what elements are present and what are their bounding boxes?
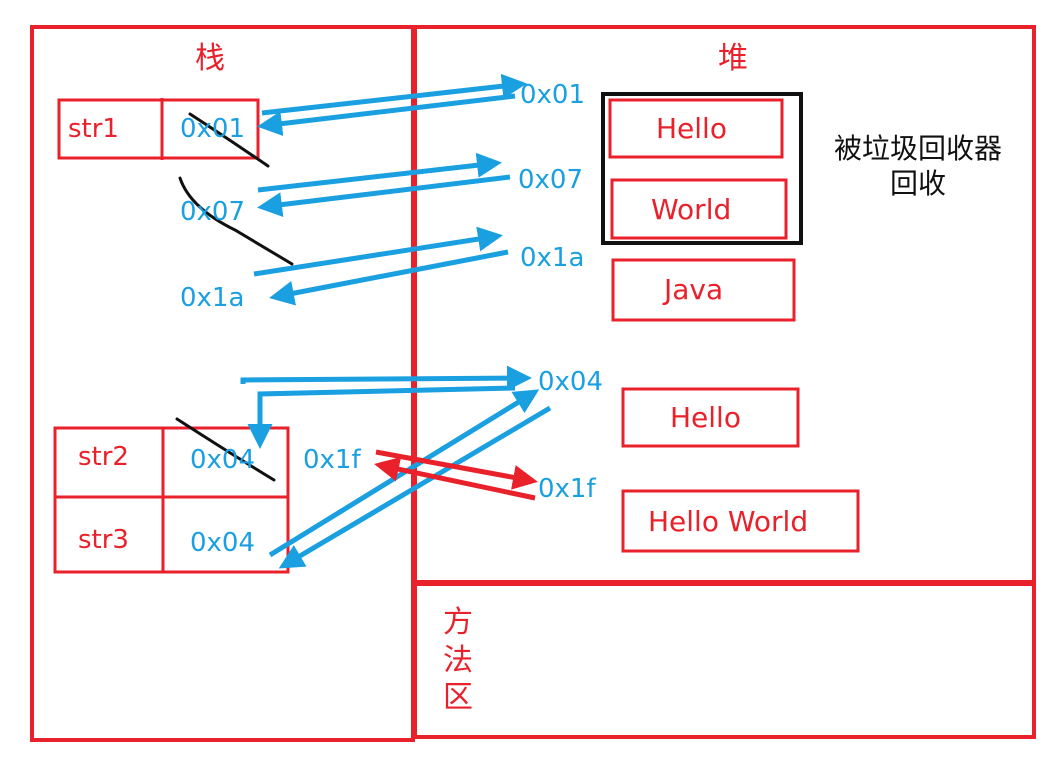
heap-hello2-box: [621, 387, 800, 448]
heap-addr-0x07: 0x07: [518, 165, 584, 195]
method-area-char-3: 区: [443, 680, 473, 715]
heap-world-box: [610, 178, 788, 240]
arrow-str3-to-0x04: [268, 389, 540, 558]
method-area-title: 方 法 区: [441, 604, 475, 717]
str2-str3-cells: [53, 426, 290, 574]
arrow-heap-to-0x1f: [374, 456, 536, 501]
str1-value: 0x01: [180, 114, 246, 144]
heap-addr-0x01: 0x01: [520, 80, 586, 110]
arrow-0x04-to-str2: [247, 385, 516, 449]
heap-region: [413, 25, 1036, 584]
arrow-0x01-back: [257, 93, 516, 137]
arrow-to-0x07: [257, 152, 502, 193]
heap-obj-java: Java: [664, 273, 724, 306]
heap-obj-hello-2: Hello: [670, 401, 741, 434]
stack-title: 栈: [195, 41, 225, 76]
arrow-to-0x1a: [253, 226, 503, 277]
strike-0x01: [188, 112, 270, 168]
str1-old-ref-0x07: 0x07: [180, 197, 246, 227]
gc-note: 被垃圾回收器 回收: [818, 131, 1018, 201]
heap-addr-0x1a: 0x1a: [520, 243, 585, 273]
strike-0x07: [178, 176, 294, 266]
str2-new-ref: 0x1f: [303, 445, 361, 475]
arrow-0x04-to-str3: [278, 405, 552, 569]
heap-obj-world: World: [651, 193, 732, 226]
heap-addr-0x04: 0x04: [538, 367, 604, 397]
str3-value: 0x04: [190, 528, 256, 558]
str2-label: str2: [78, 442, 129, 472]
str1-old-ref-0x1a: 0x1a: [180, 283, 245, 313]
gc-group-border: [601, 92, 803, 245]
method-area-char-2: 法: [443, 642, 473, 678]
heap-title: 堆: [718, 41, 748, 76]
gc-note-line-1: 被垃圾回收器: [833, 132, 1002, 165]
heap-addr-0x1f: 0x1f: [538, 474, 596, 504]
arrow-0x1f-to-heap: [375, 449, 538, 490]
heap-hello-box: [608, 98, 784, 159]
method-area-char-1: 方: [443, 605, 473, 640]
heap-obj-hello: Hello: [656, 112, 727, 145]
arrow-0x1a-back: [269, 249, 509, 306]
gc-note-line-2: 回收: [889, 167, 946, 200]
str1-label: str1: [68, 114, 119, 144]
strike-0x04: [175, 417, 276, 482]
str2-value: 0x04: [190, 445, 256, 475]
method-area-region: [413, 582, 1036, 739]
heap-java-box: [611, 258, 796, 322]
str3-label: str3: [78, 525, 129, 555]
heap-helloworld-box: [621, 489, 860, 553]
heap-obj-hello-world: Hello World: [648, 505, 809, 538]
arrow-str2-to-0x04: [240, 365, 532, 391]
arrow-str1-to-0x01: [261, 73, 527, 116]
arrow-0x07-back: [257, 174, 511, 218]
